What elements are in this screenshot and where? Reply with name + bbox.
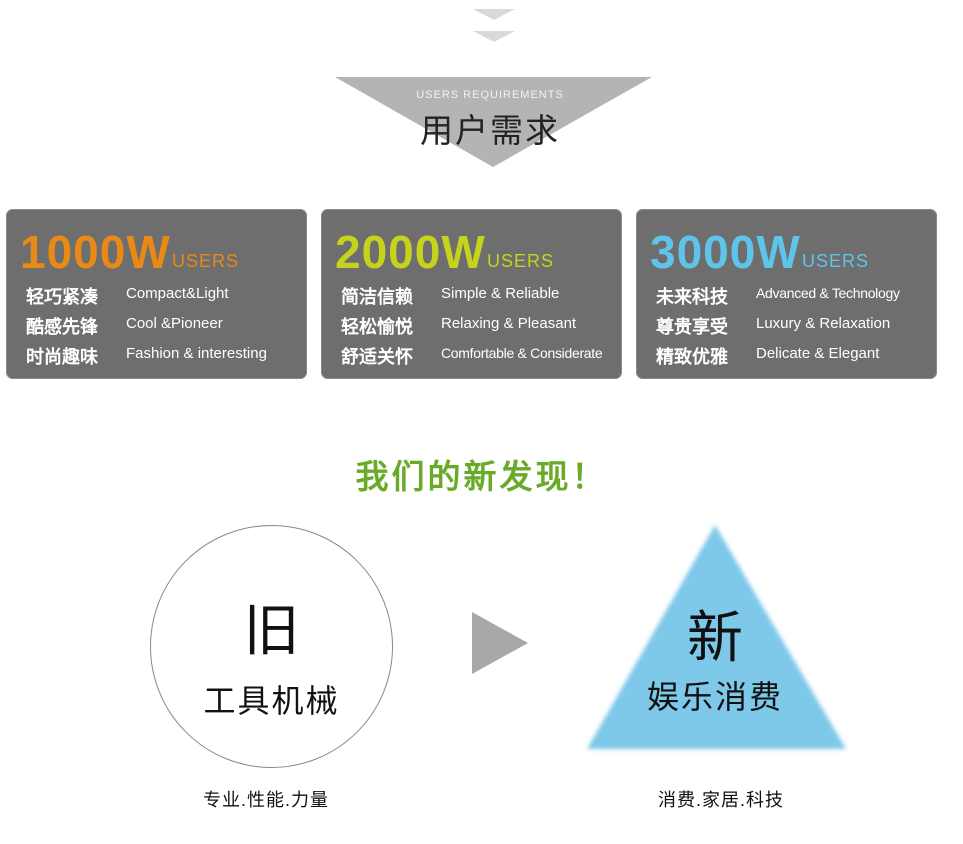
new-label: 新 <box>687 606 743 669</box>
card-users-label: USERS <box>172 251 240 271</box>
row-en: Fashion & interesting <box>126 345 267 362</box>
header-triangle <box>335 77 652 167</box>
card-3000w: 3000W USERS 未来科技 Advanced & Technology 尊… <box>636 209 937 379</box>
row-en: Delicate & Elegant <box>756 345 880 362</box>
new-sublabel: 娱乐消费 <box>646 679 783 715</box>
row-en: Luxury & Relaxation <box>756 315 891 332</box>
new-triangle <box>587 525 846 749</box>
row-en: Compact&Light <box>126 285 229 302</box>
row-cn: 未来科技 <box>656 287 728 307</box>
row-cn: 轻巧紧凑 <box>26 287 98 307</box>
card-2000w: 2000W USERS 简洁信赖 Simple & Reliable 轻松愉悦 … <box>321 209 622 379</box>
card-1000w: 1000W USERS 轻巧紧凑 Compact&Light 酷感先锋 Cool… <box>6 209 307 379</box>
card-number: 1000W <box>20 226 171 278</box>
row-en: Comfortable & Considerate <box>441 345 603 361</box>
double-chevron-down-icon <box>473 9 515 42</box>
row-cn: 舒适关怀 <box>341 347 413 367</box>
card-users-label: USERS <box>487 251 555 271</box>
row-cn: 尊贵享受 <box>656 317 728 337</box>
arrow-right-icon <box>472 612 528 674</box>
old-label: 旧 <box>243 599 300 662</box>
row-en: Cool &Pioneer <box>126 315 223 332</box>
row-cn: 酷感先锋 <box>26 317 98 337</box>
card-number: 3000W <box>650 226 801 278</box>
row-en: Relaxing & Pleasant <box>441 315 577 332</box>
new-caption: 消费.家居.科技 <box>658 790 785 810</box>
header-title: 用户需求 <box>420 112 560 149</box>
row-cn: 轻松愉悦 <box>341 317 413 337</box>
row-cn: 简洁信赖 <box>341 287 413 307</box>
row-cn: 时尚趣味 <box>26 347 98 367</box>
row-en: Simple & Reliable <box>441 285 560 302</box>
row-cn: 精致优雅 <box>656 347 728 367</box>
old-sublabel: 工具机械 <box>203 683 340 719</box>
discovery-title: 我们的新发现！ <box>355 458 608 495</box>
old-circle: 旧 工具机械 <box>150 525 393 768</box>
row-en: Advanced & Technology <box>756 285 900 301</box>
header-subtitle: USERS REQUIREMENTS <box>416 89 564 101</box>
card-users-label: USERS <box>802 251 870 271</box>
old-caption: 专业.性能.力量 <box>203 790 330 810</box>
card-number: 2000W <box>335 226 486 278</box>
